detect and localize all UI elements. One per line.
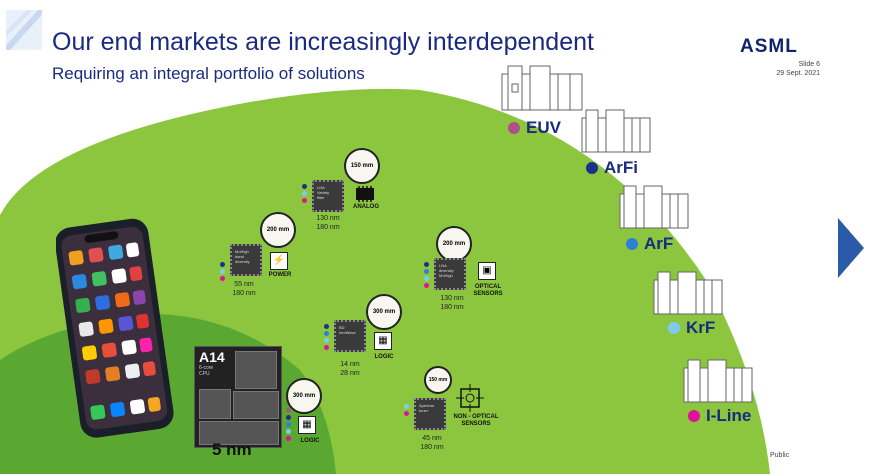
logic-tech-dots <box>324 324 330 352</box>
slide-meta: Slide 6 29 Sept. 2021 <box>760 60 820 78</box>
arfi-machine-icon <box>581 109 651 153</box>
nonoptical-label: NON - OPTICAL SENSORS <box>453 414 499 427</box>
analog-ic-icon <box>356 186 374 202</box>
soc-logic-label: LOGIC <box>300 438 320 444</box>
camera-sensor-icon: ▣ <box>478 262 496 280</box>
euv-machine-icon <box>501 65 583 111</box>
smartphone-image <box>56 218 174 438</box>
nonoptical-tech-dots <box>404 404 410 418</box>
iline-label: I-Line <box>706 406 752 425</box>
logic-chip-icon: ▦ <box>374 332 392 350</box>
krf-machine-icon <box>653 271 723 315</box>
krf-dot <box>668 322 680 334</box>
arfi-dot <box>586 162 598 174</box>
arfi-label: ArFi <box>604 158 638 177</box>
nonoptical-chip: Aperture tuner <box>414 398 446 430</box>
analog-tech-dots <box>302 184 308 205</box>
arf-machine-icon <box>619 185 689 229</box>
soc-tech-dots <box>286 408 292 443</box>
nonoptical-nodes: 45 nm 180 nm <box>420 435 444 451</box>
soc-wafer-size: 300 mm <box>286 378 322 414</box>
asml-logo: ASML <box>740 36 798 57</box>
a14-chip: A14 6-core CPU <box>194 346 282 448</box>
power-wafer-size: 200 mm <box>260 212 296 248</box>
tech-euv: EUV <box>508 118 561 138</box>
analog-label: ANALOG <box>353 204 379 210</box>
slide-number: Slide 6 <box>798 61 820 68</box>
arf-label: ArF <box>644 234 674 253</box>
arf-dot <box>626 238 638 250</box>
optical-nodes: 130 nm 180 nm <box>440 295 464 311</box>
analog-wafer-size: 150 mm <box>344 148 380 184</box>
tech-arf: ArF <box>626 234 673 254</box>
euv-dot <box>508 122 520 134</box>
krf-label: KrF <box>686 318 716 337</box>
logic-label: LOGIC <box>374 354 394 360</box>
next-arrow-icon <box>838 218 864 278</box>
optical-chip: LNA diversity MoHigh <box>434 258 466 290</box>
logic-chip: BD mmWave <box>334 320 366 352</box>
tech-iline: I-Line <box>688 406 751 426</box>
a14-name: A14 <box>199 349 225 365</box>
iline-machine-icon <box>683 359 753 403</box>
slide-date: 29 Sept. 2021 <box>776 70 820 77</box>
power-lightning-icon: ⚡ <box>270 252 288 270</box>
power-tech-dots <box>220 262 226 283</box>
soc-chip-icon: ▦ <box>298 416 316 434</box>
euv-label: EUV <box>526 118 561 137</box>
a14-cpu-text: 6-core CPU <box>199 365 214 377</box>
classification-label: Public <box>770 452 790 459</box>
corner-decoration-icon <box>6 10 42 50</box>
logic-nodes: 14 nm 28 nm <box>340 361 360 377</box>
tech-krf: KrF <box>668 318 715 338</box>
power-label: POWER <box>268 272 292 278</box>
nonoptical-wafer-size: 150 mm <box>424 366 452 394</box>
tech-arfi: ArFi <box>586 158 638 178</box>
slide-subtitle: Requiring an integral portfolio of solut… <box>52 64 365 83</box>
iline-dot <box>688 410 700 422</box>
power-chip: MoHigh band diversity <box>230 244 262 276</box>
optical-tech-dots <box>424 262 430 290</box>
slide-title: Our end markets are increasingly interde… <box>52 28 594 56</box>
logic-wafer-size: 300 mm <box>366 294 402 330</box>
analog-chip: LNA Variety filter <box>312 180 344 212</box>
target-sensor-icon <box>456 384 484 412</box>
optical-label: OPTICAL SENSORS <box>473 284 503 297</box>
power-nodes: 55 nm 180 nm <box>232 281 256 297</box>
soc-node: 5 nm <box>212 440 252 459</box>
analog-nodes: 130 nm 180 nm <box>316 215 340 231</box>
optical-wafer-size: 200 mm <box>436 226 472 262</box>
